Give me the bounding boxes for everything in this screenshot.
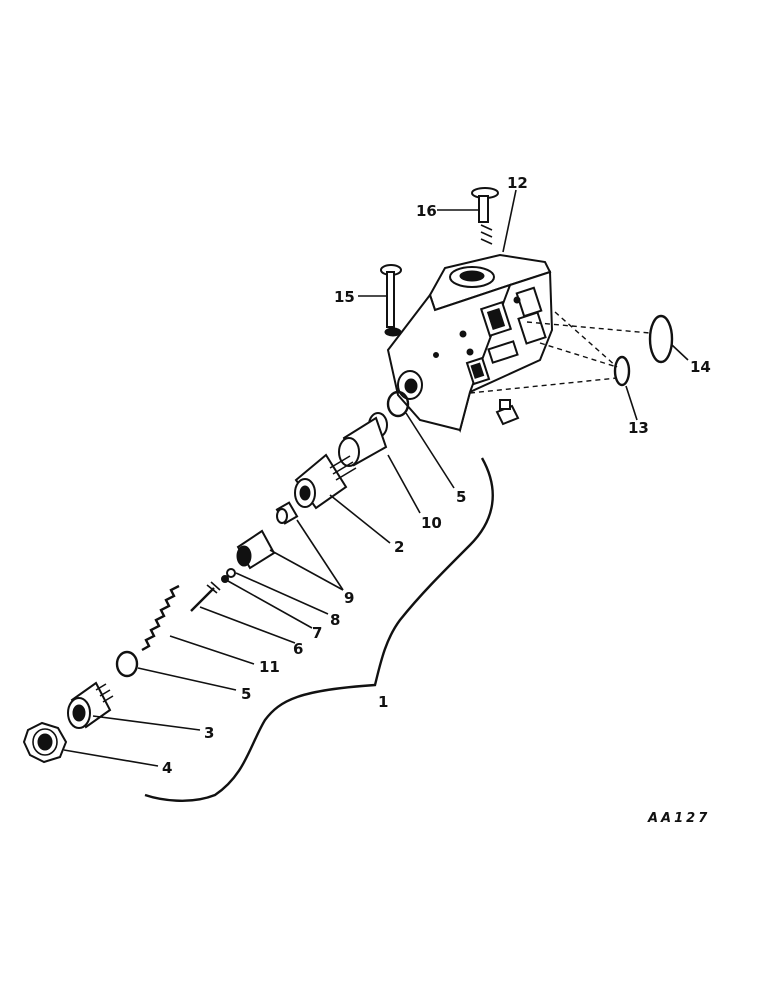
callout-16: 16 — [416, 202, 437, 220]
callout-5-lower: 5 — [241, 685, 251, 703]
o-ring-13 — [613, 355, 631, 387]
callout-8: 8 — [330, 611, 340, 629]
group-brace — [144, 457, 494, 802]
leader-lines — [63, 189, 689, 767]
o-ring-14 — [648, 314, 674, 364]
callout-13: 13 — [628, 419, 649, 437]
callout-7: 7 — [312, 624, 322, 642]
callout-14: 14 — [690, 358, 711, 376]
figure-code: AA127 — [647, 811, 710, 826]
callout-2: 2 — [394, 538, 404, 556]
callout-6: 6 — [293, 640, 303, 658]
callout-3: 3 — [204, 724, 214, 742]
bolt-16 — [471, 187, 499, 245]
pin-6 — [190, 581, 221, 612]
bolt-15 — [380, 264, 402, 337]
plunger-9 — [236, 501, 299, 570]
spool-10 — [338, 412, 388, 467]
callout-1: 1 — [378, 693, 388, 711]
spring-11 — [141, 584, 180, 652]
callout-4: 4 — [162, 759, 172, 777]
ball-8 — [226, 568, 236, 578]
seal-ring-5-lower — [115, 650, 139, 678]
valve-body — [386, 253, 554, 433]
plug-3 — [67, 681, 114, 729]
callout-5-upper: 5 — [456, 488, 466, 506]
callout-10: 10 — [421, 514, 442, 532]
seal-ring-5-upper — [386, 390, 410, 418]
nut-4 — [22, 721, 68, 764]
callout-9: 9 — [344, 589, 354, 607]
fitting-2 — [294, 453, 357, 510]
callout-12: 12 — [507, 174, 528, 192]
seat-7 — [221, 575, 229, 583]
callout-11: 11 — [259, 658, 280, 676]
callout-15: 15 — [334, 288, 355, 306]
